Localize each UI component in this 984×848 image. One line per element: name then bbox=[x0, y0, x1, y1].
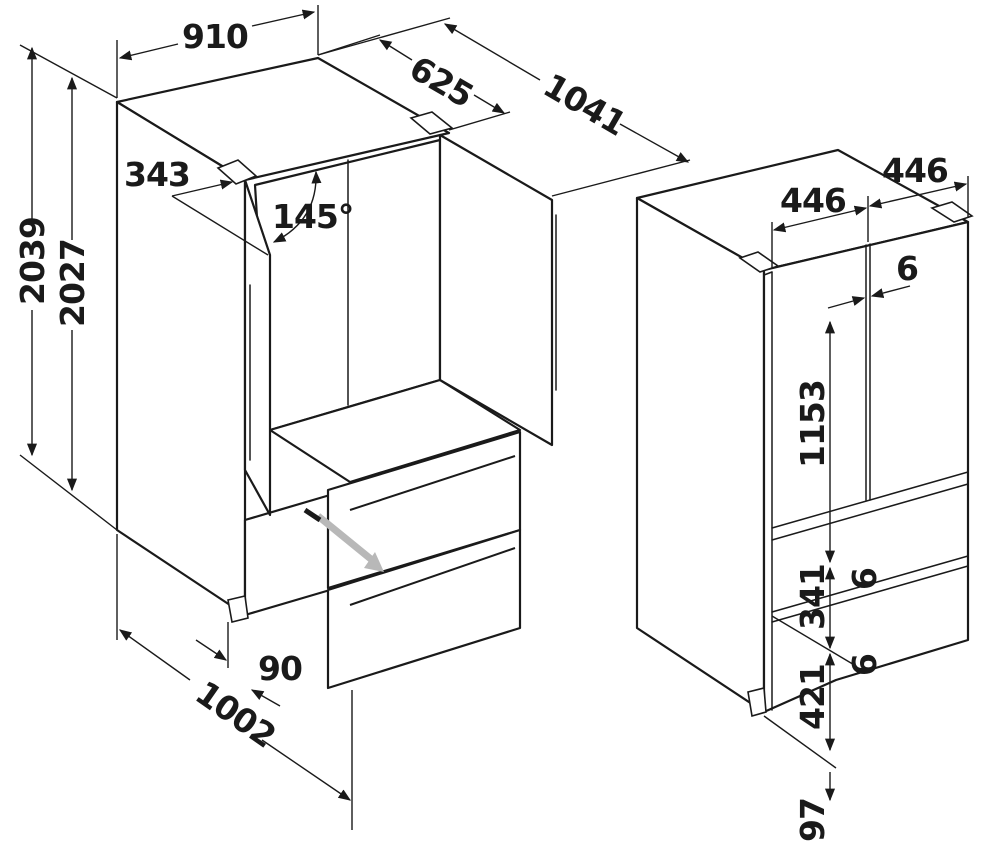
left-door-open bbox=[243, 178, 272, 517]
dim-625-arrow-left bbox=[378, 39, 413, 61]
dim-offset-90: 90 bbox=[258, 649, 302, 688]
front-corner bbox=[763, 271, 773, 276]
dim-910-arrow-left bbox=[118, 43, 179, 61]
lower-drawer-top-edge-2 bbox=[771, 565, 969, 623]
cabinet-base bbox=[243, 493, 332, 617]
dim-angle-145: 145° bbox=[272, 197, 353, 236]
dim-height-1153: 1153 bbox=[793, 380, 832, 468]
dim-90-arrow-right bbox=[250, 689, 281, 707]
dim-1002-arrow-right bbox=[261, 739, 352, 801]
dim-drawer-gap-6-b: 6 bbox=[845, 654, 884, 676]
pull-out-arrow bbox=[315, 513, 375, 563]
dim-height-2027: 2027 bbox=[53, 239, 92, 327]
top-hinge-right bbox=[409, 111, 454, 135]
upper-drawer-top-edge-2 bbox=[771, 483, 969, 541]
lower-drawer-handle bbox=[349, 547, 516, 606]
lower-drawer-top-edge bbox=[771, 555, 969, 613]
dim-height-421: 421 bbox=[793, 664, 832, 730]
upper-drawer-top-edge bbox=[771, 471, 969, 529]
dim-97-ext-top bbox=[763, 715, 837, 769]
dim-2039-ext-top bbox=[19, 44, 118, 99]
dim-625-arrow-right bbox=[473, 94, 506, 114]
left-appliance-view: 910 625 1041 2039 2027 343 145° bbox=[13, 5, 691, 830]
dim-625-ext-2 bbox=[448, 111, 511, 131]
bottom-hinge bbox=[227, 595, 249, 623]
dim-door-gap-6: 6 bbox=[896, 249, 918, 288]
top-hinge-left bbox=[216, 159, 258, 185]
dim-343-ext bbox=[171, 195, 269, 256]
dim-height-2039: 2039 bbox=[13, 217, 52, 305]
dim-1041-ext-1 bbox=[317, 17, 451, 56]
dim-1041-arrow-left bbox=[443, 23, 541, 81]
dim-1041-arrow-right bbox=[619, 123, 690, 163]
right-appliance-view: 446 446 6 1153 341 6 421 6 97 bbox=[635, 148, 974, 842]
dim-door-open-1041: 1041 bbox=[537, 66, 633, 144]
dim-6-gap-arrow-left bbox=[827, 296, 866, 309]
dim-446r-arrow bbox=[868, 181, 968, 209]
dim-6-gap-arrow-right bbox=[870, 285, 911, 298]
closed-hinge-bottom bbox=[747, 686, 767, 718]
dim-910-arrow-right bbox=[251, 9, 316, 27]
lower-drawer-front bbox=[326, 528, 522, 690]
dim-1002-arrow-left bbox=[118, 629, 191, 681]
dim-plinth-97: 97 bbox=[793, 798, 832, 842]
dim-door-343: 343 bbox=[124, 155, 190, 194]
dim-343-arrow bbox=[171, 179, 234, 197]
dim-height-341: 341 bbox=[793, 564, 832, 630]
angle-arc-145 bbox=[272, 170, 322, 243]
dim-341-ext bbox=[771, 615, 857, 667]
interior-floor bbox=[268, 378, 522, 484]
pull-out-arrow-tail bbox=[303, 507, 322, 523]
dim-90-arrow-left bbox=[195, 639, 228, 661]
dim-depth-625: 625 bbox=[403, 48, 480, 115]
dim-width-910: 910 bbox=[182, 17, 248, 56]
dim-1041-ext-2 bbox=[551, 159, 691, 197]
right-door-open bbox=[438, 133, 554, 447]
dim-door-446-left: 446 bbox=[780, 181, 846, 220]
closed-hinge-left bbox=[738, 251, 780, 273]
dim-door-446-right: 446 bbox=[882, 151, 948, 190]
dim-2039-ext-bottom bbox=[19, 454, 118, 531]
pull-out-arrow-head bbox=[364, 552, 384, 572]
dim-drawer-gap-6-a: 6 bbox=[845, 568, 884, 590]
dim-446l-arrow bbox=[772, 205, 868, 233]
closed-cabinet-side bbox=[635, 196, 766, 714]
upper-drawer-handle bbox=[349, 455, 516, 511]
